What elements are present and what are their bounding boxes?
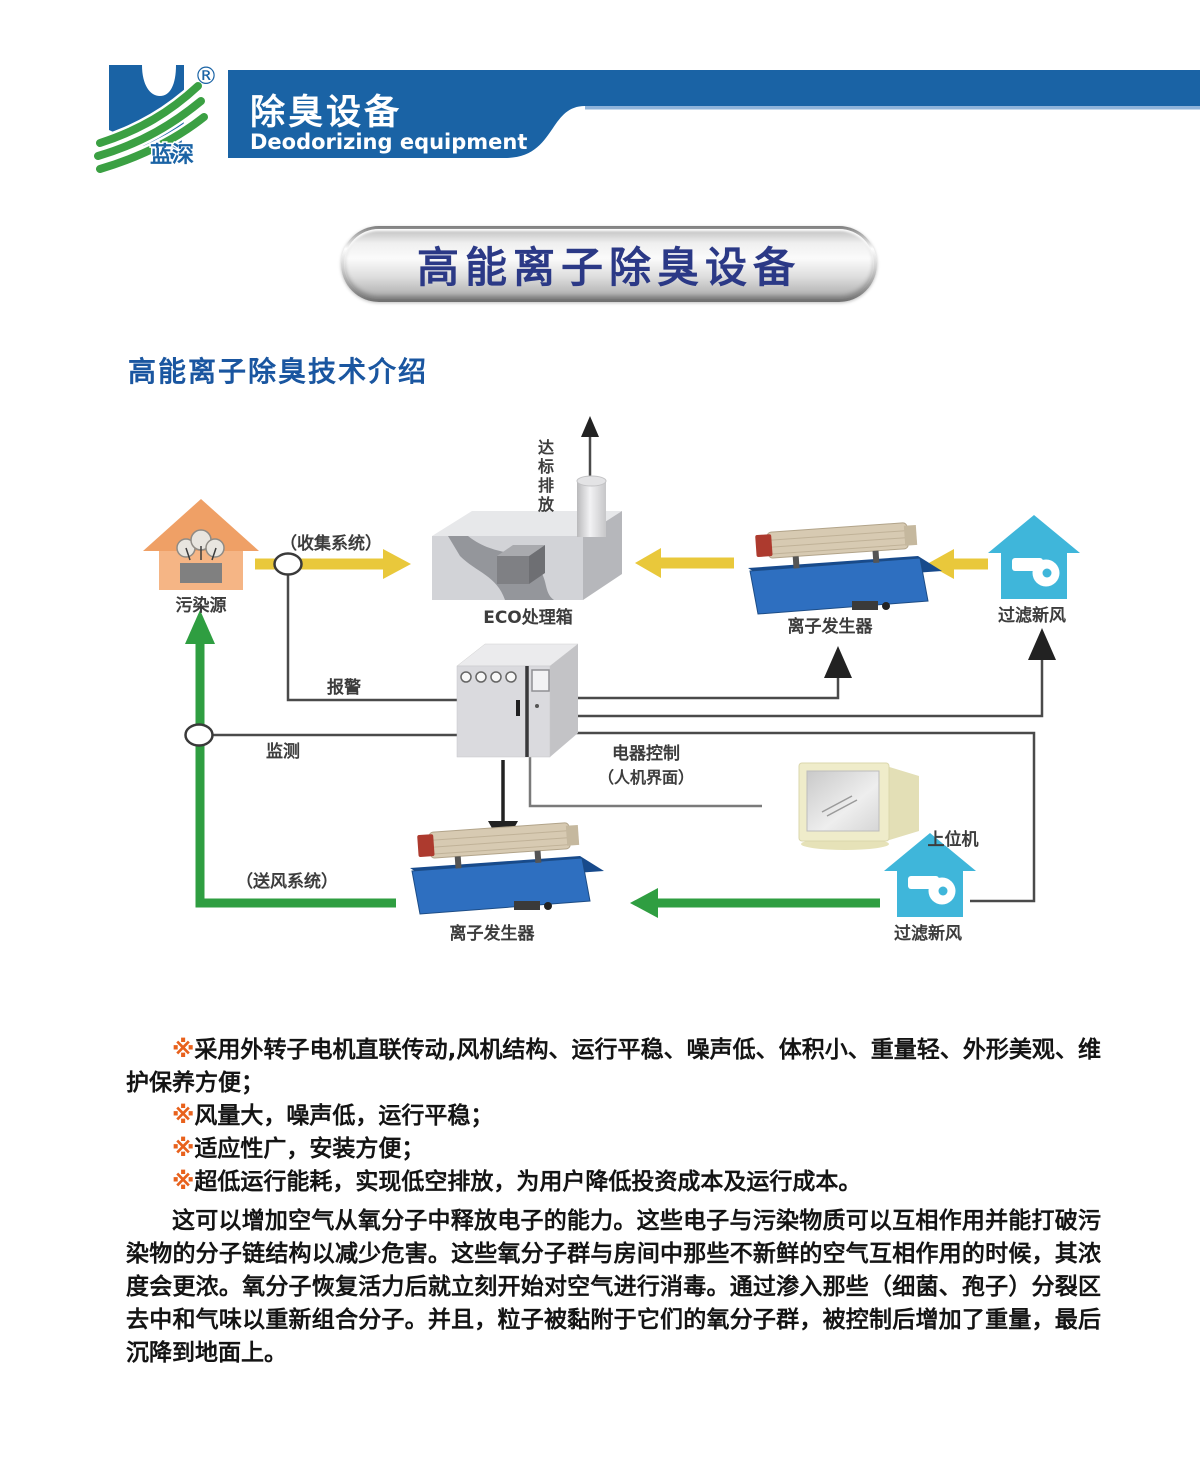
label-control-line1: 电器控制 xyxy=(612,743,680,764)
bullet-2-text: 风量大，噪声低，运行平稳； xyxy=(194,1103,494,1129)
indicator-lights-icon xyxy=(460,671,517,683)
description-paragraph: 这可以增加空气从氧分子中释放电子的能力。这些电子与污染物质可以互相作用并能打破污… xyxy=(126,1208,1101,1366)
up-arrowhead-discharge xyxy=(581,416,599,437)
label-ion-generator-bottom: 离子发生器 xyxy=(450,923,536,944)
bullet-1: ※采用外转子电机直联传动,风机结构、运行平稳、噪声低、体积小、重量轻、外形美观、… xyxy=(126,1034,1101,1100)
header-banner-underline xyxy=(585,106,1200,110)
svg-text:放: 放 xyxy=(537,495,555,514)
bullet-3-marker: ※ xyxy=(172,1136,195,1162)
title-pill-label: 高能离子除臭设备 xyxy=(416,242,801,292)
title-pill: 高能离子除臭设备 xyxy=(341,226,877,302)
up-arrowhead-freshair xyxy=(1028,628,1056,660)
fan-icon xyxy=(1012,558,1060,587)
control-to-host-line xyxy=(528,757,762,808)
label-alarm: 报警 xyxy=(327,677,361,698)
control-to-bottom-house-line xyxy=(575,731,1036,903)
logo-brand-text: 蓝深 xyxy=(150,143,194,168)
cabinet-display-icon xyxy=(531,669,550,692)
alarm-line xyxy=(286,575,457,702)
label-discharge: 达 标 排 放 xyxy=(537,438,555,514)
yellow-arrowhead-3 xyxy=(927,549,954,579)
ion-tubes-icon xyxy=(755,522,918,569)
up-arrowhead-iongen xyxy=(824,646,852,678)
header-title-cn: 除臭设备 xyxy=(250,93,403,133)
chimney-icon xyxy=(577,481,606,537)
bullet-1-marker: ※ xyxy=(172,1037,195,1063)
svg-text:达: 达 xyxy=(538,438,554,457)
bullet-3-text: 适应性广，安装方便； xyxy=(194,1136,425,1162)
label-pollution-source: 污染源 xyxy=(176,595,227,616)
label-air-supply: （送风系统） xyxy=(236,871,338,892)
bullet-2-marker: ※ xyxy=(172,1103,195,1129)
header-title-en: Deodorizing equipment xyxy=(250,130,528,154)
smoke-streaks xyxy=(185,546,217,561)
cabinet-handle-icon xyxy=(516,700,520,716)
registered-mark: ® xyxy=(194,62,218,90)
bullet-4-text: 超低运行能耗，实现低空排放，为用户降低投资成本及运行成本。 xyxy=(194,1169,862,1195)
label-fresh-air-bottom: 过滤新风 xyxy=(894,923,962,944)
bullet-2: ※风量大，噪声低，运行平稳； xyxy=(126,1100,1101,1133)
section-heading: 高能离子除臭技术介绍 xyxy=(128,355,429,388)
control-to-freshair-line xyxy=(575,658,1044,718)
fresh-air-house-icon xyxy=(988,515,1080,599)
label-eco-box: ECO处理箱 xyxy=(483,607,573,628)
header-banner-shape xyxy=(228,70,1200,158)
yellow-arrowhead-2 xyxy=(635,548,661,578)
svg-text:标: 标 xyxy=(537,457,554,476)
bullet-4-marker: ※ xyxy=(172,1169,195,1195)
label-fresh-air-top: 过滤新风 xyxy=(998,605,1066,626)
ion-generator-icon xyxy=(748,522,942,615)
yellow-arrowhead-1 xyxy=(383,549,411,579)
host-computer-icon xyxy=(798,762,919,850)
body-text: ※采用外转子电机直联传动,风机结构、运行平稳、噪声低、体积小、重量轻、外形美观、… xyxy=(126,1034,1101,1370)
label-ion-generator-top: 离子发生器 xyxy=(788,616,874,637)
bullet-4: ※超低运行能耗，实现低空排放，为用户降低投资成本及运行成本。 xyxy=(126,1166,1101,1199)
collection-node xyxy=(273,552,303,576)
monitoring-node xyxy=(184,723,214,747)
label-host-computer: 上位机 xyxy=(928,829,979,850)
control-to-ion-line xyxy=(575,676,840,700)
control-cabinet-icon xyxy=(456,643,579,758)
bullet-1-text: 采用外转子电机直联传动,风机结构、运行平稳、噪声低、体积小、重量轻、外形美观、维… xyxy=(126,1037,1101,1096)
ion-generator-bottom-icon xyxy=(409,821,605,915)
header-banner xyxy=(228,70,1200,158)
company-logo: ® 蓝深 xyxy=(91,62,218,176)
process-flow-diagram: 污染源 （收集系统） 达 标 排 放 ECO处理箱 离子发生器 过滤新风 报警 … xyxy=(143,416,1080,944)
black-arrowheads xyxy=(488,416,1056,848)
logo-mark-icon xyxy=(91,65,211,176)
bullet-3: ※适应性广，安装方便； xyxy=(126,1133,1101,1166)
green-left-arrowhead xyxy=(630,888,658,918)
connector-lines xyxy=(212,434,1044,903)
label-collection-system: （收集系统） xyxy=(280,533,382,554)
label-control-line2: （人机界面） xyxy=(598,768,694,787)
pollution-source-icon xyxy=(143,499,259,590)
label-monitoring: 监测 xyxy=(266,741,300,762)
eco-box-icon xyxy=(432,475,622,600)
title-pill-inner: 高能离子除臭设备 xyxy=(344,229,874,299)
svg-text:排: 排 xyxy=(538,476,554,495)
green-up-arrowhead xyxy=(185,610,215,644)
smoke-icon xyxy=(176,529,225,558)
